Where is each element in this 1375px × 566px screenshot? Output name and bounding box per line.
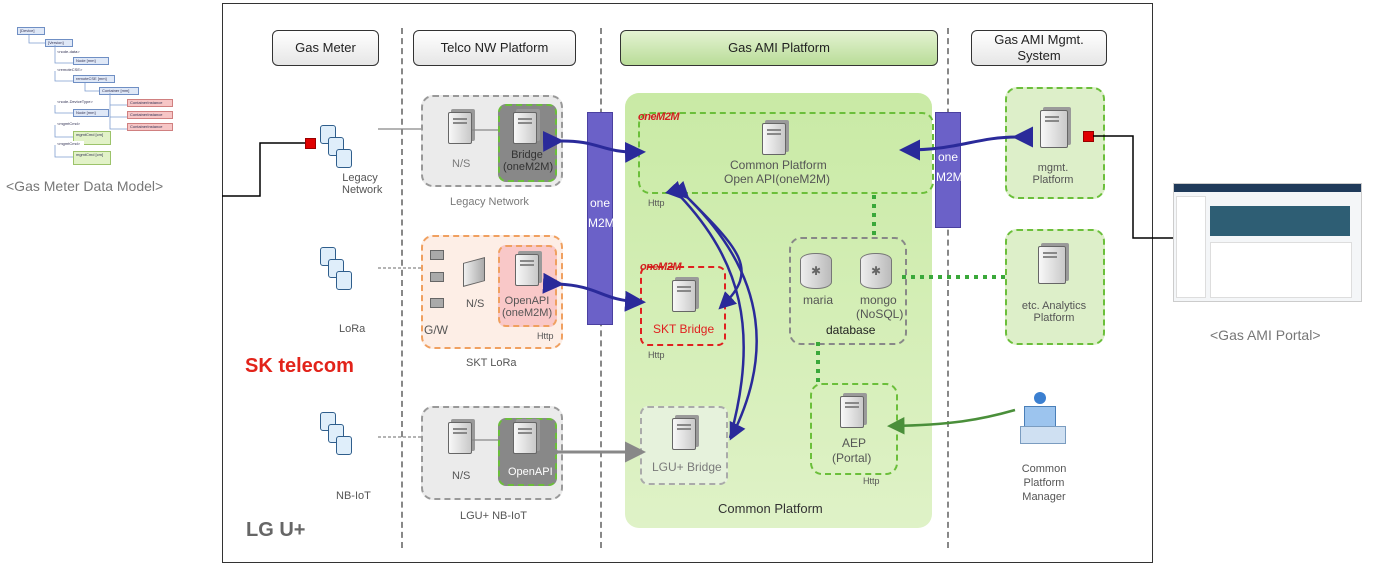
thumb-item: <remoteCSE> <box>55 67 84 73</box>
open-api-label: Open API(oneM2M) <box>724 172 831 186</box>
gas-meter-icon <box>320 247 352 291</box>
gas-meter-icon <box>320 125 352 169</box>
thumb-item: Container [mm] <box>99 87 139 95</box>
lora-meter-label: LoRa <box>339 323 366 335</box>
thumb-item: [Version] <box>45 39 73 47</box>
lgu-bridge-label: LGU+ Bridge <box>652 460 722 474</box>
right-caption: <Gas AMI Portal> <box>1210 327 1321 343</box>
thumb-item: ContainerInstance <box>127 123 173 131</box>
data-model-thumbnail: [Device] [Version] <node-data> Node [mm]… <box>15 25 175 170</box>
database-box <box>789 237 907 345</box>
analytics-label: etc. Analytics Platform <box>1021 300 1087 324</box>
gw-icon <box>430 250 444 260</box>
portal-thumbnail <box>1173 183 1362 302</box>
thumb-item: ContainerInstance <box>127 99 173 107</box>
thumb-item: <mgmtCmd> <box>55 121 84 127</box>
http-label: Http <box>648 198 665 208</box>
http-label: Http <box>648 350 665 360</box>
bridge-server-icon <box>513 112 537 144</box>
ns-label: N/S <box>452 470 471 482</box>
column-header-mgmt: Gas AMI Mgmt. System <box>971 30 1107 66</box>
thumb-item: [Device] <box>17 27 45 35</box>
openapi-onem2m-server-icon <box>515 254 539 286</box>
thumb-item: <mgmtCmd> <box>55 141 84 147</box>
column-header-gas-meter: Gas Meter <box>272 30 379 66</box>
openapi-label: OpenAPI <box>508 466 553 478</box>
portal-label: (Portal) <box>832 451 872 465</box>
thumb-tree-lines <box>28 35 127 158</box>
thumb-item: Node [mm] <box>73 109 109 117</box>
mongo-db-icon: ✱ <box>860 253 892 289</box>
ns-label: N/S <box>466 298 485 310</box>
thumb-item: ContainerInstance <box>127 111 173 119</box>
ns-server-icon <box>448 112 472 144</box>
common-platform-label: Common Platform <box>730 158 827 172</box>
gw-label: G/W <box>424 323 448 337</box>
separator <box>401 28 403 548</box>
thumb-item: remoteCSE [mm] <box>73 75 115 83</box>
thumb-item: <node-data> <box>55 49 84 55</box>
legacy-caption: Legacy Network <box>450 196 529 208</box>
http-label: Http <box>537 331 554 341</box>
diagram-frame <box>222 3 1153 563</box>
nbiot-caption: LGU+ NB-IoT <box>460 510 527 522</box>
lora-caption: SKT LoRa <box>466 357 517 369</box>
gas-meter-icon <box>320 412 352 456</box>
aep-server-icon <box>840 396 864 428</box>
separator <box>947 28 949 548</box>
common-platform-server-icon <box>762 123 786 155</box>
openapi-server-icon <box>513 422 537 454</box>
maria-db-icon: ✱ <box>800 253 832 289</box>
thumb-item: <node-DeviceType> <box>55 99 93 105</box>
sk-telecom-logo: SK telecom <box>245 355 354 377</box>
maria-label: maria <box>803 293 834 307</box>
manager-icon <box>1020 392 1066 444</box>
connector-marker <box>305 138 316 149</box>
skt-bridge-label: SKT Bridge <box>653 322 715 336</box>
onem2m-m2m: M2M <box>588 216 615 230</box>
manager-label: Common Platform Manager <box>1021 463 1067 503</box>
onem2m-one: one <box>589 196 611 210</box>
ns-server-icon <box>448 422 472 454</box>
aep-label: AEP <box>842 436 867 450</box>
nosql-label: (NoSQL) <box>856 307 904 321</box>
database-label: database <box>826 323 876 337</box>
gw-icon <box>430 272 444 282</box>
column-header-ami: Gas AMI Platform <box>620 30 938 66</box>
bridge-label: Bridge (oneM2M) <box>503 149 554 173</box>
openapi-onem2m-label: OpenAPI (oneM2M) <box>502 295 553 319</box>
http-label: Http <box>863 476 880 486</box>
mongo-label: mongo <box>860 293 897 307</box>
thumb-item: Node [mm] <box>73 57 109 65</box>
analytics-server-icon <box>1038 246 1066 284</box>
legacy-meter-label: Legacy Network <box>342 172 383 196</box>
ns-label: N/S <box>452 158 471 170</box>
column-header-telco: Telco NW Platform <box>413 30 576 66</box>
onem2m-m2m: M2M <box>936 170 963 184</box>
mgmt-platform-label: mgmt. Platform <box>1032 162 1074 186</box>
lg-uplus-logo: LG U+ <box>246 519 306 541</box>
onem2m-logo: oneM2M <box>638 111 680 123</box>
common-platform-title: Common Platform <box>718 501 823 516</box>
gw-icon <box>430 298 444 308</box>
mgmt-server-icon <box>1040 110 1068 148</box>
nbiot-meter-label: NB-IoT <box>336 490 371 502</box>
lgu-bridge-server-icon <box>672 418 696 450</box>
thumb-item: mgmtCmd [cm] <box>73 151 111 165</box>
left-caption: <Gas Meter Data Model> <box>6 178 164 194</box>
